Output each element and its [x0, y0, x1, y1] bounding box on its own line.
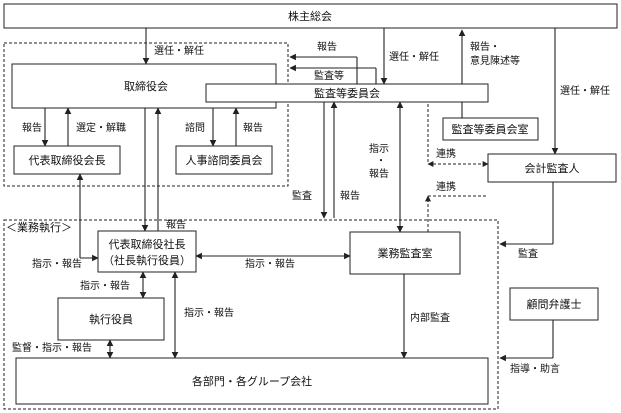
representative-director-box: [13, 145, 121, 175]
label-report-rep: 報告: [22, 121, 42, 134]
legal-advisor-label: 顧問弁護士: [527, 297, 582, 311]
label-elect-board: 選任・解任: [154, 44, 204, 57]
accounting-auditor-box: [487, 153, 617, 183]
label-report-opinion-1: 報告・: [470, 40, 500, 53]
internal-audit-label: 業務監査室: [378, 246, 433, 260]
label-coop-1: 連携: [436, 147, 456, 160]
label-consult: 諮問: [185, 121, 205, 134]
execution-group-region: [3, 219, 499, 410]
label-report-top: 報告: [317, 40, 337, 53]
label-elect-auditor: 選任・解任: [560, 84, 610, 97]
accounting-auditor-label: 会計監査人: [525, 161, 580, 175]
edge-labels: 選任・解任 報告 監査等 選任・解任 報告・ 意見陳述等 選任・解任 報告 選定…: [12, 40, 610, 375]
label-instruct-1: 指示: [369, 142, 389, 155]
execution-section-label: ＜業務執行＞: [6, 220, 72, 234]
label-supervise: 監督・指示・報告: [12, 341, 92, 354]
label-coop-2: 連携: [436, 180, 456, 193]
executive-officers-box: [57, 297, 165, 341]
label-report-pres: 報告: [166, 218, 186, 231]
president-label-line1: 代表取締役社長: [109, 237, 186, 251]
shareholders-box: [3, 3, 618, 29]
label-audit-etc: 監査等: [314, 69, 344, 82]
president-label-line2: （社長執行役員）: [103, 253, 191, 267]
audit-office-label: 監査等委員会室: [452, 122, 529, 136]
label-appoint-dismiss: 選定・解職: [76, 121, 126, 134]
departments-box: [15, 357, 489, 405]
departments-label: 各部門・各グループ会社: [192, 374, 312, 388]
executive-officers-label: 執行役員: [89, 312, 133, 326]
audit-committee-label: 監査等委員会: [314, 86, 380, 100]
label-instruct-report-dept: 指示・報告: [184, 306, 234, 319]
label-report-mid: 報告: [340, 189, 360, 202]
hr-committee-box: [175, 145, 273, 175]
label-report-hr: 報告: [243, 121, 263, 134]
label-report-opinion-2: 意見陳述等: [470, 54, 520, 67]
representative-director-label: 代表取締役会長: [29, 153, 106, 167]
label-instruct-report-mid: 指示・報告: [245, 257, 295, 270]
audit-committee-box: [205, 83, 489, 103]
board-label: 取締役会: [124, 79, 168, 93]
label-audit-right: 監査: [518, 247, 538, 260]
label-internal-audit: 内部監査: [410, 311, 450, 324]
audit-office-box: [442, 117, 539, 141]
connections: [41, 28, 559, 362]
label-instruct-report-exec: 指示・報告: [80, 279, 130, 292]
label-instruct-2: ・: [376, 156, 386, 167]
label-instruct-report-left: 指示・報告: [32, 257, 82, 270]
label-instruct-3: 報告: [369, 167, 389, 180]
label-audit-mid: 監査: [292, 189, 312, 202]
president-box: [97, 230, 197, 273]
shareholders-label: 株主総会: [288, 9, 332, 23]
internal-audit-box: [349, 231, 461, 275]
legal-advisor-box: [509, 287, 599, 321]
label-guidance: 指導・助言: [510, 362, 560, 375]
hr-committee-label: 人事諮問委員会: [186, 153, 263, 167]
label-elect-committee: 選任・解任: [389, 50, 439, 63]
